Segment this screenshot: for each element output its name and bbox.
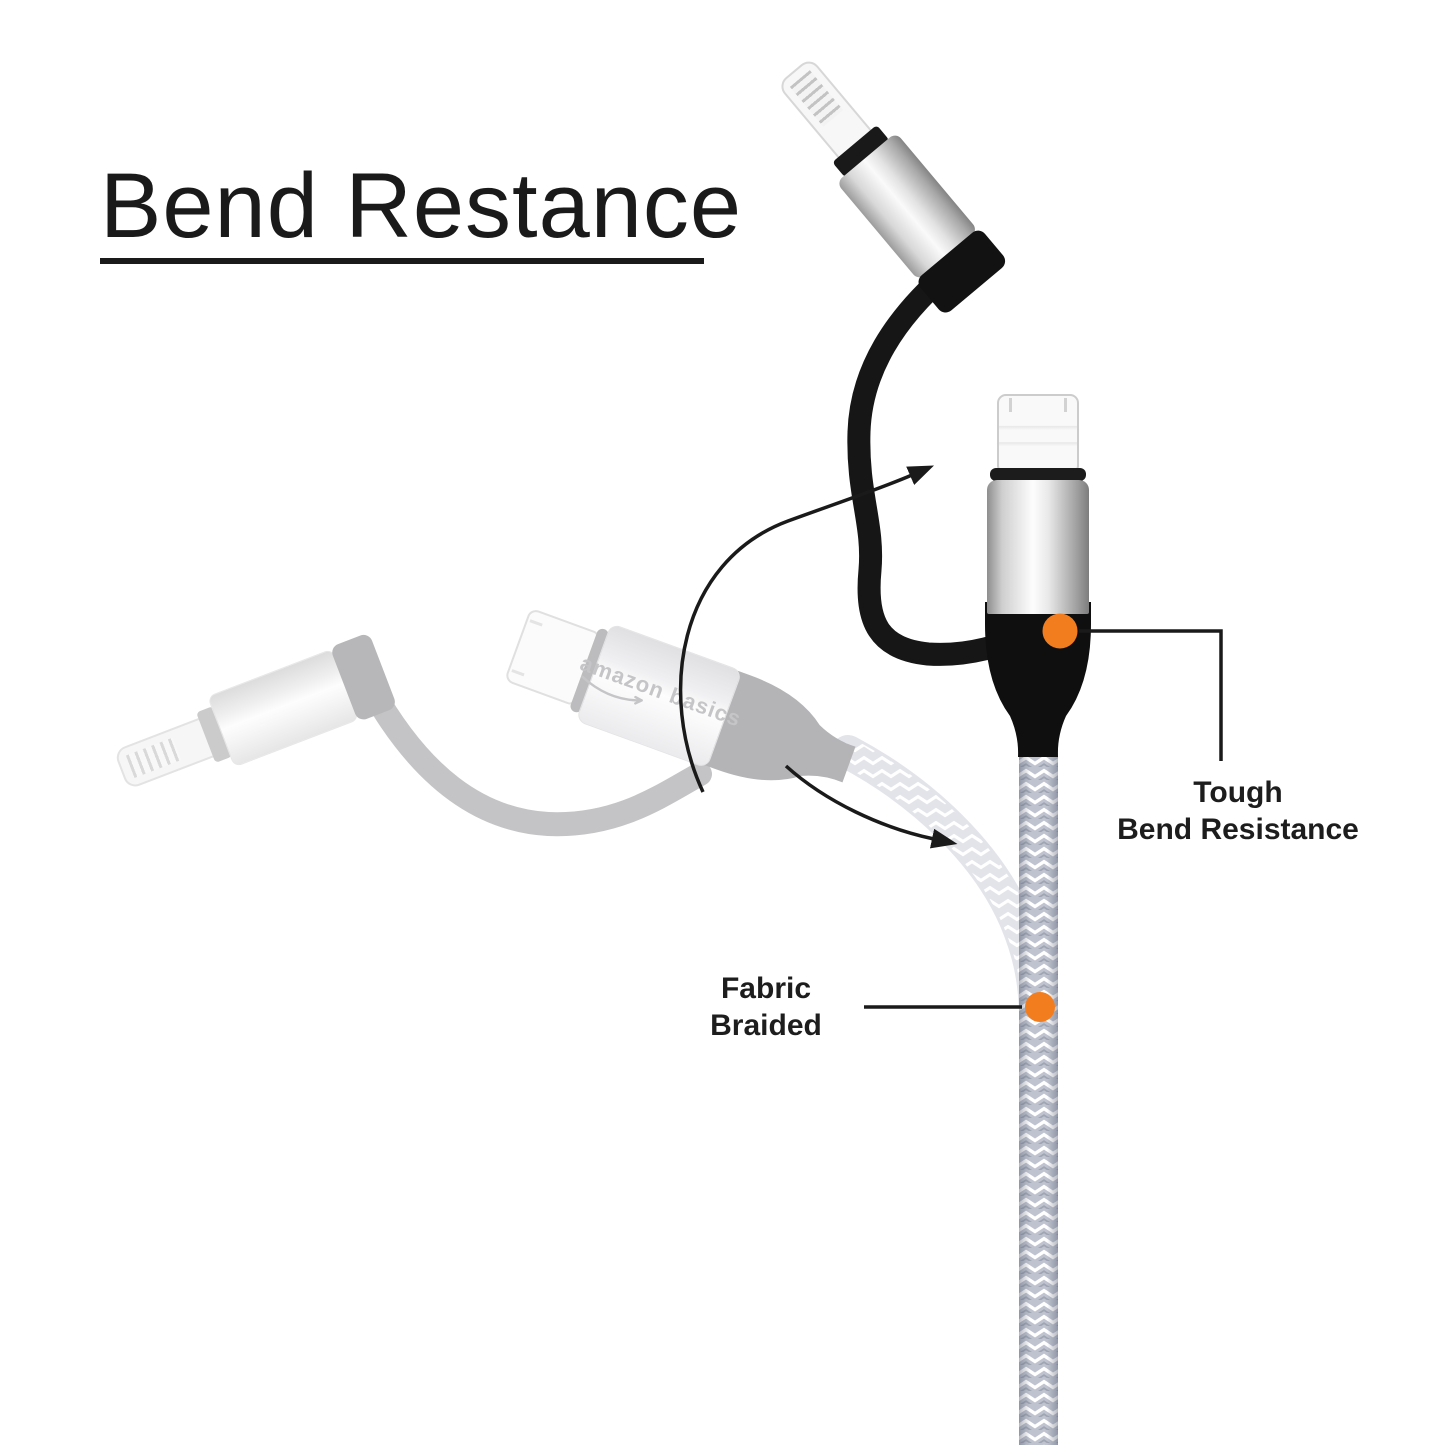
- brand-mark: amazon basics: [573, 650, 745, 742]
- bend-resistance-marker-dot: [1042, 613, 1078, 649]
- usbc-plug: [997, 394, 1079, 472]
- amazon-smile-icon: [581, 675, 643, 705]
- bend-resistance-label-line2: Bend Resistance: [1117, 813, 1359, 846]
- usbc-barrel: [987, 480, 1089, 614]
- black-leash-cable: [847, 260, 1042, 666]
- ghost-leash-cable: [360, 678, 712, 837]
- bend-resistance-leader-line: [1079, 629, 1223, 761]
- usbc-collar: [990, 468, 1086, 481]
- fabric-braided-label: Fabric Braided: [666, 970, 866, 1044]
- bend-resistance-label-line1: Tough: [1193, 776, 1283, 809]
- fabric-braided-label-line1: Fabric: [720, 972, 812, 1005]
- ghost-strain-relief: [699, 669, 856, 783]
- bend-motion-arrow-upper-icon: [678, 465, 935, 793]
- braided-cable: [1019, 735, 1058, 1445]
- fabric-braided-label-line2: Braided: [710, 1009, 822, 1042]
- page-title: Bend Restance: [100, 155, 743, 257]
- ghost-usbc-barrel: amazon basics: [573, 623, 745, 769]
- fabric-braided-marker-dot: [1025, 992, 1055, 1022]
- bend-motion-arrow-lower-icon: [784, 764, 958, 849]
- usbc-connector: [987, 394, 1089, 614]
- title-underline: [100, 258, 704, 264]
- bend-resistance-label: Tough Bend Resistance: [1098, 774, 1378, 848]
- ghost-usbc-connector: amazon basics: [499, 595, 745, 769]
